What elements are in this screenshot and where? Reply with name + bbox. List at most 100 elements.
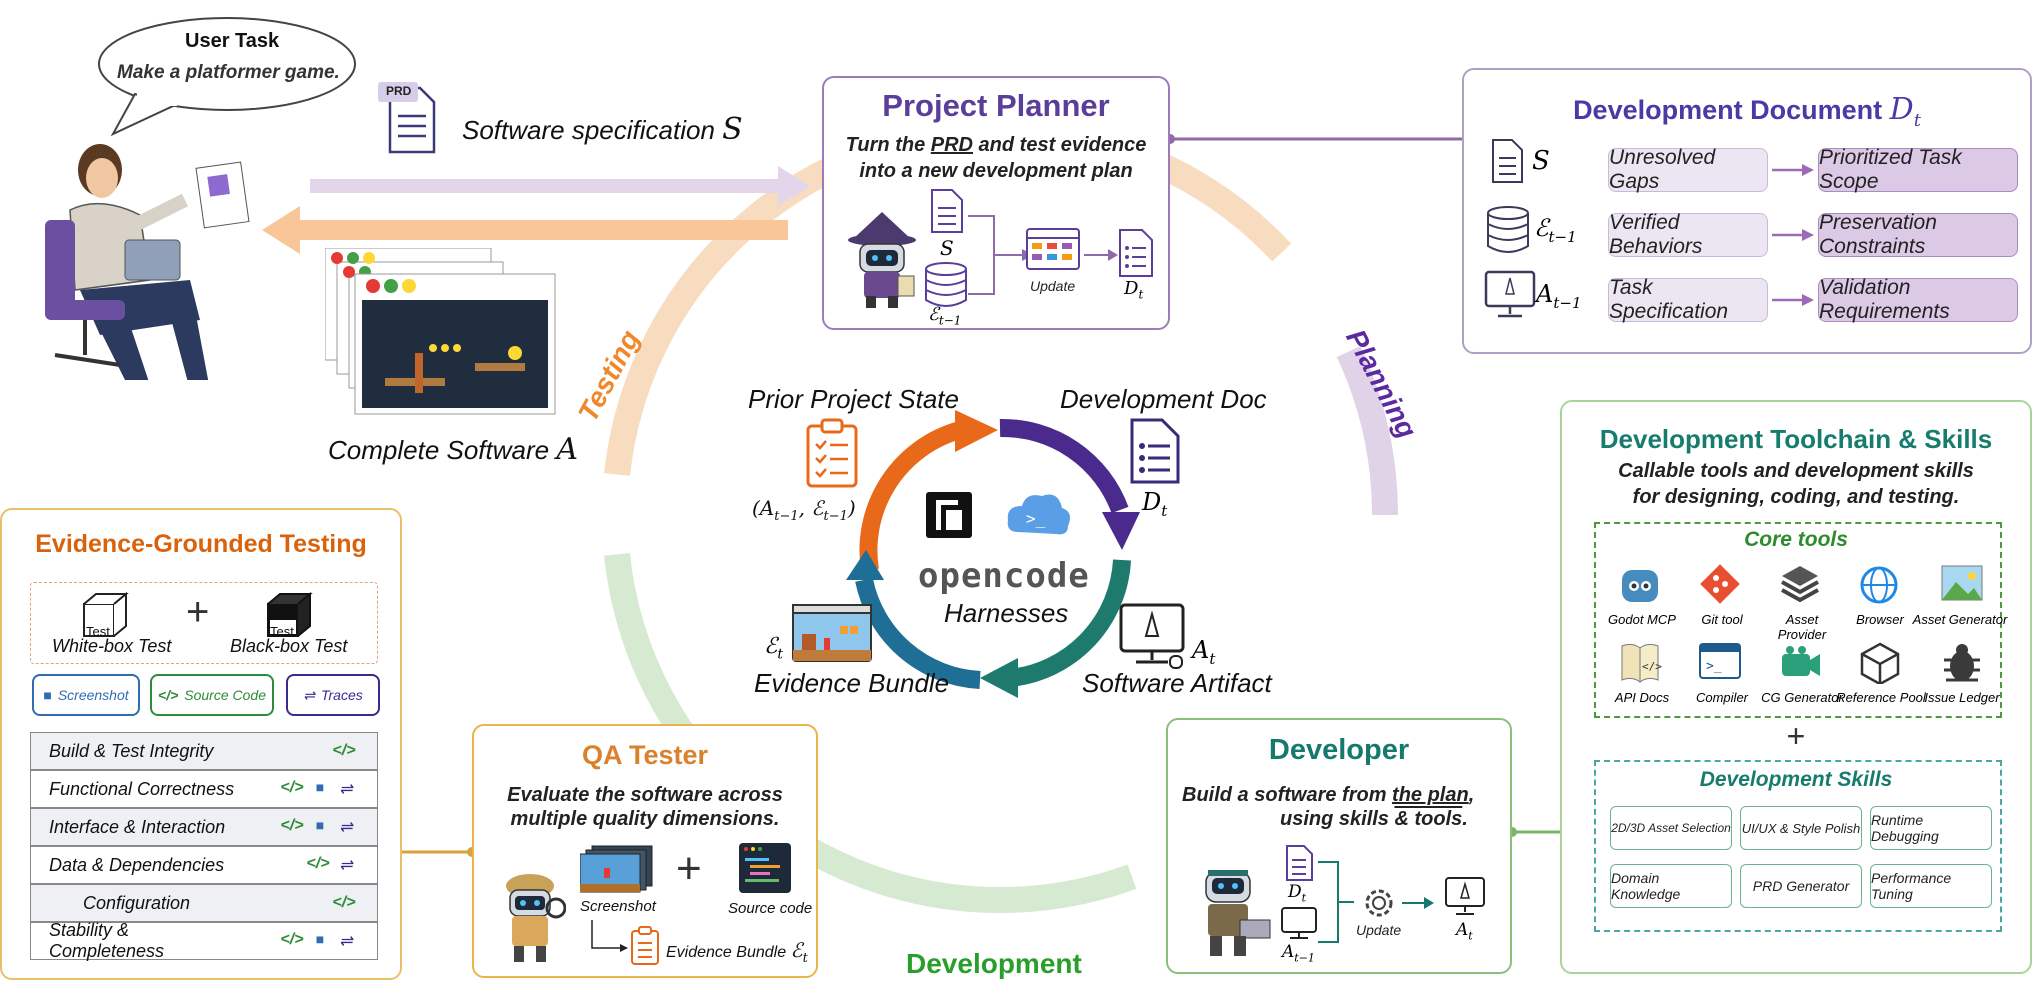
qa-flow-arrow <box>591 920 628 952</box>
quality-dimension-icons: </>■⇌ <box>249 931 377 951</box>
devdoc-title: Development Document Dt <box>1573 92 1921 131</box>
planner-e-label: ℰt−1 <box>928 304 962 328</box>
devdoc-validation-requirements: Validation Requirements <box>1818 276 2018 323</box>
developer-robot-icon <box>1205 870 1271 956</box>
tools-link[interactable]: & tools <box>1394 808 1463 830</box>
speech-bubble <box>98 17 356 137</box>
quality-dimension-row: Stability & Completeness </>■⇌ <box>30 920 378 961</box>
user-task-title: User Task <box>185 30 280 52</box>
compiler-icon: >_ <box>1699 643 1741 679</box>
quality-dimension-label: Functional Correctness <box>49 778 235 799</box>
plan-link[interactable]: the plan <box>1392 784 1469 806</box>
prd-document-icon <box>378 82 436 154</box>
developer-title: Developer <box>1268 734 1410 766</box>
svg-text:>_: >_ <box>1026 509 1046 528</box>
developer-update-label: Update <box>1356 922 1402 938</box>
trace-icon: ⇌ <box>339 819 353 836</box>
clipboard-icon <box>806 418 858 488</box>
tool-label-asset-provider: Asset Provider <box>1777 612 1827 642</box>
qa-evidence-label: Evidence Bundle ℰt <box>666 938 808 966</box>
developer-a-label: At−1 <box>1282 942 1315 965</box>
core-tools-title: Core tools <box>1744 528 1848 551</box>
tool-label-godot-mcp: Godot MCP <box>1608 612 1676 627</box>
prd-badge: PRD <box>386 84 412 98</box>
devdoc-verified-behaviors: Verified Behaviors <box>1608 211 1768 258</box>
tool-label-cg-generator: CG Generator <box>1761 690 1843 705</box>
quality-dimension-row: Build & Test Integrity</> <box>30 732 378 770</box>
devdoc-row3-src: At−1 <box>1536 280 1582 312</box>
svg-text:</>: </> <box>1642 660 1662 673</box>
devdoc-s-doc-icon <box>1492 139 1523 183</box>
tool-label-git: Git tool <box>1701 612 1743 627</box>
svg-text:>_: >_ <box>1706 659 1722 674</box>
software-artifact-symbol: At <box>1192 636 1216 668</box>
toolchain-title: Development Toolchain & Skills <box>1599 424 1993 454</box>
testing-title: Evidence-Grounded Testing <box>35 530 367 558</box>
skill-ui-ux-polish: UI/UX & Style Polish <box>1740 806 1862 850</box>
quality-dimension-label: Configuration <box>83 892 191 913</box>
quality-dimension-label: Stability & Completeness <box>49 920 165 961</box>
test-types-box <box>30 582 378 664</box>
devdoc-row1-src: S <box>1532 146 1550 176</box>
devdoc-row-arrows <box>1772 164 1814 306</box>
code-icon: </> <box>158 687 179 703</box>
whitebox-test-icon <box>83 591 129 637</box>
planner-desc-line2: into a new development plan <box>859 160 1133 182</box>
user-task-text: Make a platformer game. <box>117 62 340 83</box>
quality-dimension-label: Interface & Interaction <box>49 816 226 837</box>
asset-provider-icon <box>1781 566 1819 603</box>
blackbox-test-word: Test <box>270 624 294 639</box>
devdoc-computer-icon <box>1484 270 1536 318</box>
planner-dt-label: Dt <box>1124 278 1144 302</box>
opencode-logo-icon <box>926 492 972 538</box>
dev-skills-title: Development Skills <box>1699 768 1893 791</box>
issue-ledger-icon <box>1944 644 1980 682</box>
development-doc-symbol: Dt <box>1142 488 1168 520</box>
evidence-symbol: ℰt <box>764 634 783 663</box>
git-icon <box>1700 564 1740 604</box>
qa-source-code-icon <box>739 843 791 893</box>
planner-out-arrow <box>1084 249 1118 261</box>
qa-robot-icon <box>506 874 566 962</box>
development-document-panel: Development Document Dt S ℰt−1 At−1 Unre… <box>1462 68 2032 354</box>
planner-robot-icon <box>848 212 916 308</box>
planner-dt-doc-icon <box>1119 229 1153 277</box>
qa-screenshot-stack-icon <box>580 845 653 893</box>
devdoc-database-icon <box>1487 206 1529 253</box>
tool-label-compiler: Compiler <box>1695 690 1748 705</box>
evidence-testing-panel: Evidence-Grounded Testing Test White-box… <box>0 508 402 980</box>
developer-out-label: At <box>1456 920 1473 943</box>
developer-output-computer-icon <box>1445 877 1485 915</box>
prd-symbol: S <box>722 112 743 147</box>
qa-plus: + <box>676 844 702 893</box>
prd-link[interactable]: PRD <box>930 134 973 156</box>
qa-tester-panel: QA Tester Evaluate the software across m… <box>472 724 818 978</box>
quality-dimension-row: Interface & Interaction</>■⇌ <box>30 808 378 846</box>
project-planner-panel: Project Planner Turn the PRD and test ev… <box>822 76 1170 330</box>
qa-desc-line2: multiple quality dimensions. <box>510 808 780 830</box>
asset-generator-icon <box>1941 565 1983 601</box>
prior-state-math: (At−1, ℰt−1) <box>752 496 856 524</box>
toolchain-panel: Development Toolchain & Skills Callable … <box>1560 400 2032 974</box>
quality-dimension-label: Data & Dependencies <box>49 854 225 875</box>
toolchain-desc-line2: for designing, coding, and testing. <box>1632 486 1960 508</box>
devdoc-unresolved-gaps: Unresolved Gaps <box>1608 146 1768 193</box>
blackbox-test-label: Black-box Test <box>230 636 348 656</box>
quality-dimension-row: Functional Correctness </>■⇌ <box>30 770 378 808</box>
planner-title: Project Planner <box>882 88 1110 123</box>
evidence-bundle-label: Evidence Bundle <box>754 668 950 698</box>
devdoc-prioritized-task-scope: Prioritized Task Scope <box>1818 146 2018 193</box>
development-doc-label: Development Doc <box>1060 384 1267 414</box>
qa-source-code-label: Source code <box>728 900 813 917</box>
quality-dimension-icons: </>■⇌ <box>249 779 377 799</box>
whitebox-test-word: Test <box>86 624 110 639</box>
core-tools-box <box>1594 522 2002 718</box>
terminal-cloud-icon: >_ <box>1007 494 1070 535</box>
planner-s-doc-icon <box>931 189 963 233</box>
tool-label-browser: Browser <box>1856 612 1904 627</box>
planner-kanban-icon <box>1026 228 1080 270</box>
quality-dimension-row: Data & Dependencies </>⇌ <box>30 846 378 884</box>
quality-dimension-icons: </>⇌ <box>249 855 377 875</box>
inner-cycle-arrows <box>846 410 1140 698</box>
code-icon: </> <box>280 931 304 948</box>
